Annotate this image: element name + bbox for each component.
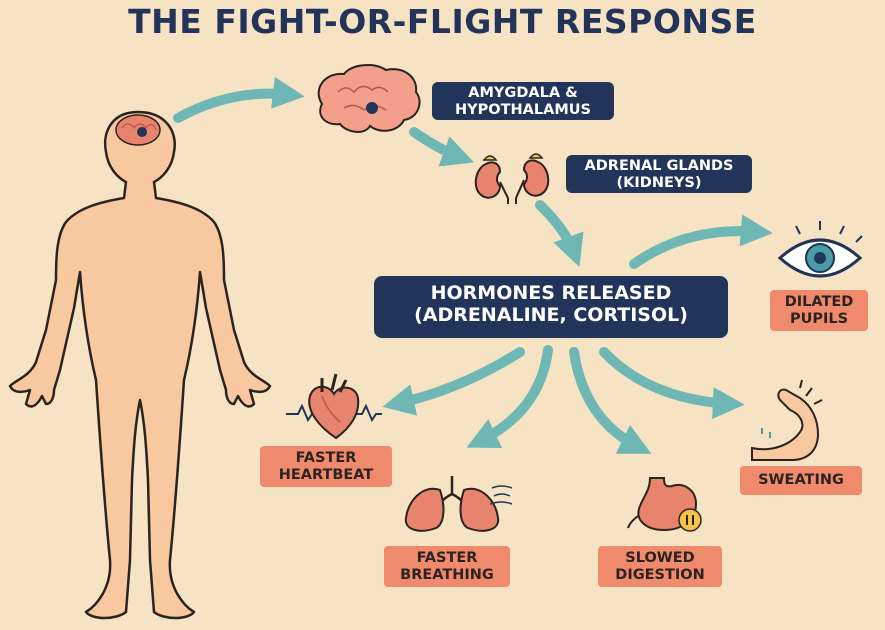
flexed-arm-icon: [751, 379, 823, 461]
arrow-hormones-to-pupils: [629, 214, 773, 269]
arrow-hormones-to-heartbeat: [382, 347, 525, 416]
arrow-hormones-to-digestion: [569, 347, 652, 454]
digestion-label: SLOWED DIGESTION: [598, 546, 722, 588]
page-title: THE FIGHT-OR-FLIGHT RESPONSE: [128, 2, 757, 41]
stomach-icon: [627, 477, 702, 532]
heartbeat-label: FASTER HEARTBEAT: [260, 446, 392, 488]
heart-icon: [286, 373, 382, 440]
brain-icon: [317, 64, 421, 133]
hormones-label: HORMONES RELEASED (ADRENALINE, CORTISOL): [374, 276, 728, 338]
sweating-label: SWEATING: [740, 466, 862, 495]
human-body-icon: [8, 110, 272, 620]
breathing-label: FASTER BREATHING: [384, 546, 510, 588]
arrow-adrenal-to-hormones: [535, 200, 584, 268]
brain-label: AMYGDALA & HYPOTHALAMUS: [432, 82, 614, 120]
arrow-hormones-to-sweating: [599, 347, 745, 420]
eye-icon: [777, 221, 863, 278]
arrow-hormones-to-breathing: [466, 345, 553, 449]
adrenal-label: ADRENAL GLANDS (KIDNEYS): [566, 155, 752, 193]
arrow-brain-to-adrenal: [409, 127, 475, 167]
lungs-icon: [404, 476, 513, 532]
head-brain-icon: [115, 114, 161, 146]
pupils-label: DILATED PUPILS: [770, 290, 868, 332]
arrow-body-to-brain: [173, 76, 305, 123]
kidneys-icon: [474, 153, 550, 204]
